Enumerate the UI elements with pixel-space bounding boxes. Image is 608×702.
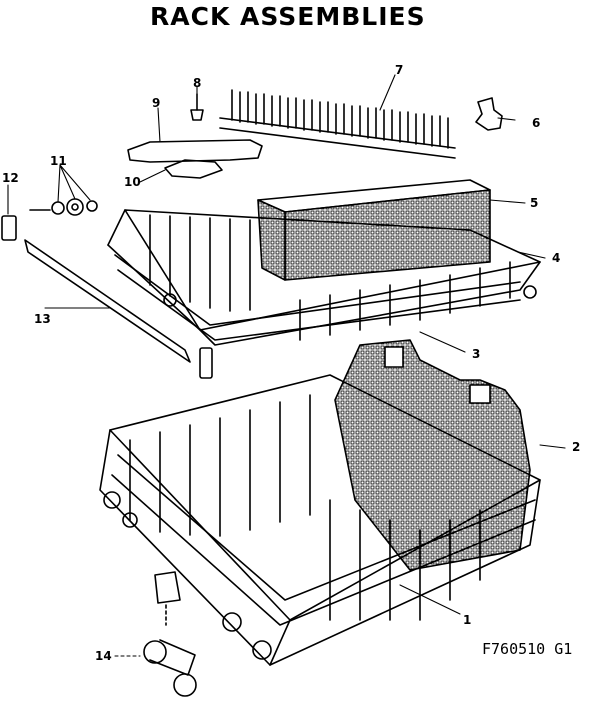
roller-hardware-part xyxy=(29,198,98,216)
callout-2: 2 xyxy=(572,440,581,454)
wheel-assembly-part xyxy=(143,571,197,697)
end-cap-part xyxy=(1,215,17,241)
callout-8: 8 xyxy=(193,76,202,90)
callout-12: 12 xyxy=(2,171,19,185)
diagram-title: RACK ASSEMBLIES xyxy=(150,2,426,31)
clip-part xyxy=(164,159,223,179)
callout-13: 13 xyxy=(34,312,51,326)
callout-10: 10 xyxy=(124,175,141,189)
callout-14: 14 xyxy=(95,649,112,663)
callout-9: 9 xyxy=(152,96,161,110)
callout-1: 1 xyxy=(463,613,472,627)
leader-lines xyxy=(7,74,566,657)
lower-rack-part xyxy=(99,374,541,666)
callout-4: 4 xyxy=(552,251,561,265)
track-rail-part xyxy=(24,239,213,379)
callout-11: 11 xyxy=(50,154,67,168)
callout-3: 3 xyxy=(472,347,481,361)
callout-5: 5 xyxy=(530,196,539,210)
callout-6: 6 xyxy=(532,116,541,130)
screw-part xyxy=(190,93,204,121)
bracket-part xyxy=(127,139,263,163)
upper-rack-part xyxy=(107,209,541,346)
lower-basket-part xyxy=(334,339,531,571)
callout-7: 7 xyxy=(395,63,404,77)
stop-clip-part xyxy=(475,97,503,131)
figure-code: F760510 G1 xyxy=(482,640,573,658)
upper-basket-part xyxy=(257,179,491,281)
tine-row-part xyxy=(219,89,456,159)
